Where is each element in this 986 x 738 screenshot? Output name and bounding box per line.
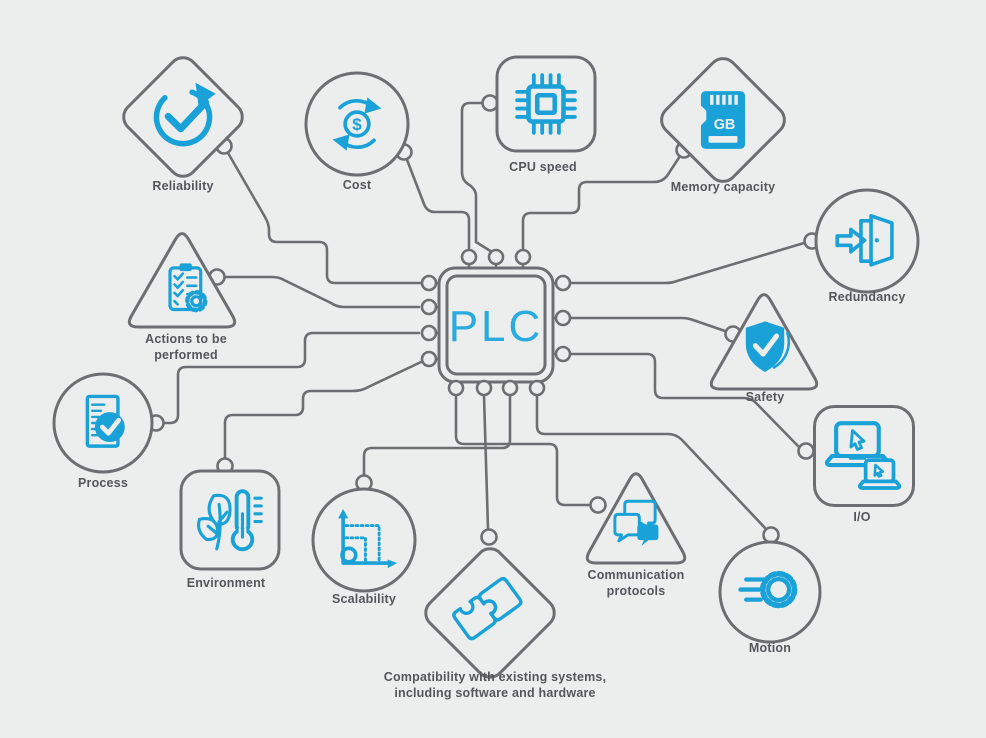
node-label-line: Environment <box>187 576 266 590</box>
plc-pin <box>447 379 465 397</box>
node-label-line: Compatibility with existing systems, <box>384 670 607 684</box>
node-label: Actions to be performed <box>145 332 227 362</box>
gear-speed-icon <box>740 574 794 606</box>
node-label: I/O <box>853 510 870 524</box>
node-compatibility: Compatibility with existing systems, incl… <box>384 547 607 700</box>
plc-pin <box>420 350 438 368</box>
node-communication-protocols: Communication protocols <box>585 472 687 598</box>
node-label-line: Motion <box>749 641 791 655</box>
connector-compatibility <box>480 528 498 546</box>
wire-process <box>154 331 421 425</box>
wire-compatibility <box>482 394 490 531</box>
wire-environment <box>223 360 423 468</box>
node-label-line: I/O <box>853 510 870 524</box>
node-label-line: Communication <box>587 568 684 582</box>
connector-motion <box>762 526 780 544</box>
wire-redundancy <box>561 241 806 285</box>
plc-pin <box>554 309 572 327</box>
plc-chip: PLC <box>420 248 572 397</box>
node-label-line: Reliability <box>152 179 213 193</box>
plc-pin <box>554 345 572 363</box>
node-label-line: Redundancy <box>828 290 905 304</box>
node-label: Memory capacity <box>671 180 775 194</box>
node-label: Reliability <box>152 179 213 193</box>
node-motion: Motion <box>718 540 822 655</box>
wire-memory-capacity <box>521 148 686 250</box>
plc-pin <box>501 379 519 397</box>
node-label-line: Cost <box>343 178 372 192</box>
node-label-line: protocols <box>607 584 666 598</box>
node-redundancy: Redundancy <box>814 188 920 304</box>
node-shape-rounded-square <box>179 469 281 571</box>
plc-pin <box>460 248 478 266</box>
node-label: Compatibility with existing systems, incl… <box>384 670 607 700</box>
node-label: Process <box>78 476 128 490</box>
plc-pin <box>475 379 493 397</box>
node-cpu-speed: CPU speed <box>495 55 597 174</box>
node-label: Safety <box>746 390 785 404</box>
node-reliability: Reliability <box>122 56 244 193</box>
connector-io <box>797 442 815 460</box>
connector-communication-protocols <box>589 496 607 514</box>
wire-io <box>561 352 800 448</box>
wire-cost <box>402 150 471 250</box>
node-label-line: including software and hardware <box>394 686 595 700</box>
node-label: Scalability <box>332 592 396 606</box>
plc-pin <box>514 248 532 266</box>
node-label-line: Scalability <box>332 592 396 606</box>
wire-layer <box>147 94 821 546</box>
plc-pin <box>528 379 546 397</box>
wire-communication-protocols <box>454 394 592 507</box>
node-label: Communication protocols <box>587 568 684 598</box>
plc-pin <box>487 248 505 266</box>
node-label: Redundancy <box>828 290 905 304</box>
node-safety: Safety <box>709 293 819 404</box>
node-environment: Environment <box>179 469 281 590</box>
plc-pin <box>420 324 438 342</box>
node-label-line: Process <box>78 476 128 490</box>
node-cost: Cost <box>304 71 410 192</box>
wire-motion <box>535 394 768 531</box>
wire-actions <box>215 275 421 309</box>
node-label-line: Actions to be <box>145 332 227 346</box>
wire-cpu-speed <box>460 101 494 254</box>
plc-label: PLC <box>449 302 544 351</box>
node-scalability: Scalability <box>311 487 417 606</box>
node-shape-rounded-square <box>495 55 597 153</box>
node-label-line: performed <box>154 348 218 362</box>
node-label-line: Safety <box>746 390 785 404</box>
node-shape-circle <box>814 188 920 294</box>
node-label: CPU speed <box>509 160 577 174</box>
wire-reliability <box>222 144 423 285</box>
node-label-line: CPU speed <box>509 160 577 174</box>
plc-pin <box>420 274 438 292</box>
wire-safety <box>561 316 727 333</box>
node-label: Environment <box>187 576 266 590</box>
node-io: I/O <box>813 405 915 524</box>
plc-pin <box>420 298 438 316</box>
node-shape-triangle <box>127 232 237 329</box>
node-label-line: Memory capacity <box>671 180 775 194</box>
wire-scalability <box>362 394 512 477</box>
plc-pin <box>554 274 572 292</box>
node-shape-diamond <box>122 56 244 178</box>
node-memory-capacity: Memory capacity <box>660 57 786 194</box>
node-label: Cost <box>343 178 372 192</box>
node-process: Process <box>52 372 154 490</box>
connector-cpu-speed <box>481 94 499 112</box>
plc-inner-frame <box>445 274 547 376</box>
node-label: Motion <box>749 641 791 655</box>
node-actions: Actions to be performed <box>127 232 237 362</box>
memory-card-icon <box>700 91 746 149</box>
